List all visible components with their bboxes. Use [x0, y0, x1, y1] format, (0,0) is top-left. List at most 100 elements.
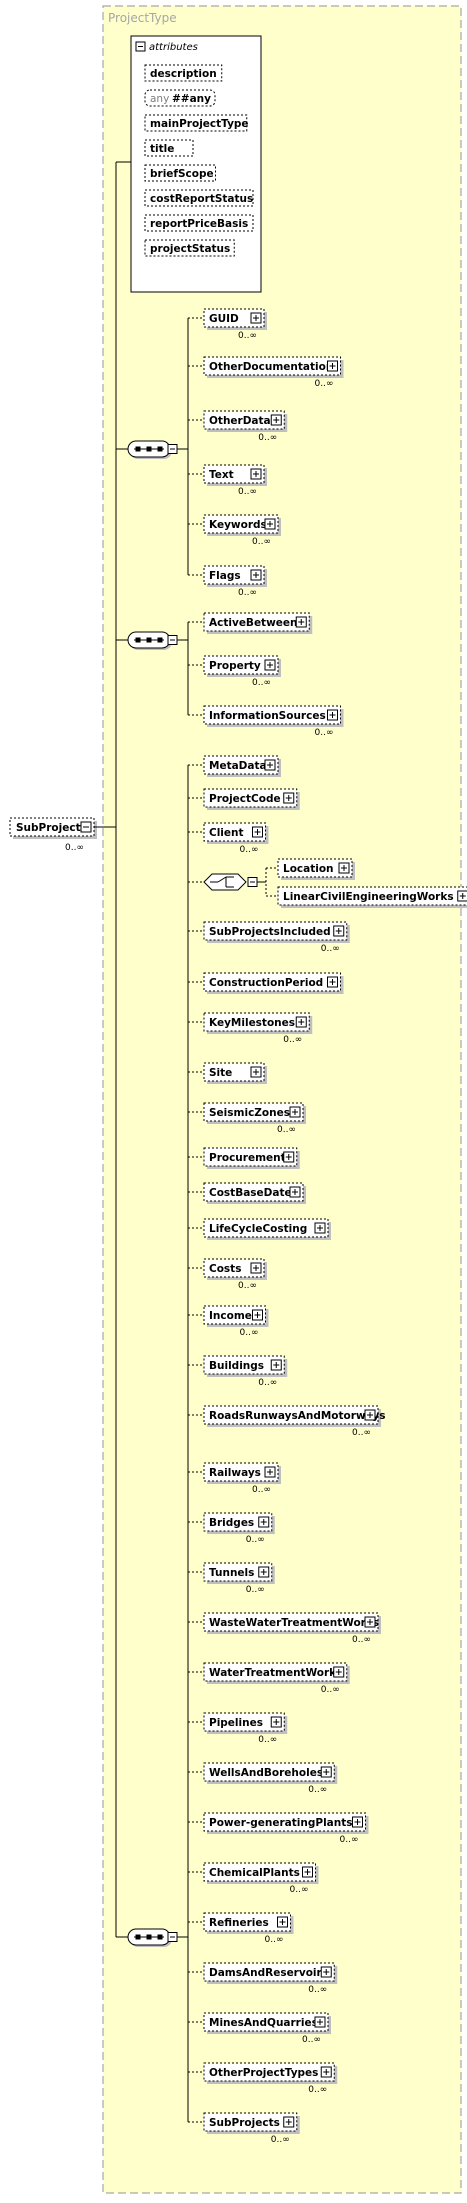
element-roadsrunwaysandmotorways[interactable]: RoadsRunwaysAndMotorways 0..∞: [203, 1405, 386, 1438]
element-occurs: 0..∞: [290, 1885, 309, 1895]
attribute-label: projectStatus: [150, 243, 230, 255]
element-power-generatingplants[interactable]: Power-generatingPlants 0..∞: [203, 1812, 369, 1845]
element-constructionperiod[interactable]: ConstructionPeriod: [203, 972, 344, 994]
element-box: [203, 2112, 298, 2132]
element-flags[interactable]: Flags 0..∞: [203, 565, 267, 598]
element-occurs: 0..∞: [258, 1378, 277, 1388]
attribute-briefscope[interactable]: briefScope: [144, 164, 216, 182]
connectors: [94, 161, 204, 2123]
element-label: Power-generatingPlants: [209, 1817, 353, 1829]
element-occurs: 0..∞: [340, 1835, 359, 1845]
attribute-projectstatus[interactable]: projectStatus: [144, 239, 235, 257]
attribute-description[interactable]: description: [144, 64, 223, 82]
element-occurs: 0..∞: [352, 1635, 371, 1645]
element-box: [203, 1012, 310, 1032]
element-label: Procurement: [209, 1152, 286, 1164]
element-box: [203, 655, 279, 675]
element-label: Bridges: [209, 1517, 254, 1529]
element-label: LinearCivilEngineeringWorks: [283, 891, 454, 903]
element-label: SeismicZones: [209, 1107, 290, 1119]
element-box: [203, 1812, 366, 1832]
element-label: DamsAndReservoirs: [209, 1967, 328, 1979]
element-label: Text: [209, 469, 234, 481]
element-box: [203, 514, 279, 534]
element-box: [203, 1912, 291, 1932]
element-occurs: 0..∞: [308, 2085, 327, 2095]
element-label: InformationSources: [209, 710, 326, 722]
element-box: [203, 1512, 273, 1532]
element-lifecyclecosting[interactable]: LifeCycleCosting: [203, 1218, 331, 1240]
attribute-reportpricebasis[interactable]: reportPriceBasis: [144, 214, 254, 232]
element-label: Property: [209, 660, 261, 672]
element-pipelines[interactable]: Pipelines 0..∞: [203, 1712, 288, 1745]
attribute-any[interactable]: any##any: [144, 89, 216, 107]
element-occurs: 0..∞: [258, 433, 277, 443]
element-label: Pipelines: [209, 1717, 263, 1729]
element-wastewatertreatmentworks[interactable]: WasteWaterTreatmentWorks 0..∞: [203, 1612, 381, 1645]
attributes-toggle[interactable]: [135, 41, 146, 52]
element-bridges[interactable]: Bridges 0..∞: [203, 1512, 275, 1545]
element-occurs: 0..∞: [238, 588, 257, 598]
element-site[interactable]: Site: [203, 1062, 267, 1084]
element-metadata[interactable]: MetaData: [203, 755, 281, 777]
element-projectcode[interactable]: ProjectCode: [203, 788, 300, 810]
element-occurs: 0..∞: [246, 1535, 265, 1545]
sequence-compositor-2[interactable]: [116, 631, 178, 650]
element-occurs: 0..∞: [352, 1428, 371, 1438]
sequence-compositor-1[interactable]: [116, 440, 178, 459]
element-procurement[interactable]: Procurement: [203, 1147, 300, 1169]
element-label: RoadsRunwaysAndMotorways: [209, 1410, 386, 1422]
element-occurs: 0..∞: [315, 379, 334, 389]
element-box: [203, 1305, 266, 1325]
element-box: [203, 1355, 285, 1375]
element-label: Income: [209, 1310, 252, 1322]
element-costbasedate[interactable]: CostBaseDate: [203, 1182, 306, 1204]
element-occurs: 0..∞: [258, 1735, 277, 1745]
attribute-label: reportPriceBasis: [150, 218, 248, 230]
attribute-costreportstatus[interactable]: costReportStatus: [144, 189, 254, 207]
element-linearcivilengineeringworks[interactable]: LinearCivilEngineeringWorks: [277, 886, 467, 908]
attribute-title[interactable]: title: [144, 139, 194, 157]
element-box: [203, 755, 279, 775]
element-box: [203, 612, 310, 632]
element-box: [203, 705, 341, 725]
element-box: [203, 1102, 304, 1122]
element-label: OtherDocumentation: [209, 361, 333, 373]
sequence-compositor-3[interactable]: [116, 1928, 178, 1947]
element-label: SubProjectsIncluded: [209, 926, 331, 938]
element-box: [203, 410, 285, 430]
element-label: Flags: [209, 570, 241, 582]
element-location[interactable]: Location: [277, 858, 355, 880]
attribute-label: briefScope: [150, 168, 214, 180]
element-otherdocumentation[interactable]: OtherDocumentation 0..∞: [203, 356, 344, 389]
attribute-mainprojecttype[interactable]: mainProjectType: [144, 114, 249, 132]
element-activebetween[interactable]: ActiveBetween: [203, 612, 313, 634]
element-label: WasteWaterTreatmentWorks: [209, 1617, 379, 1629]
